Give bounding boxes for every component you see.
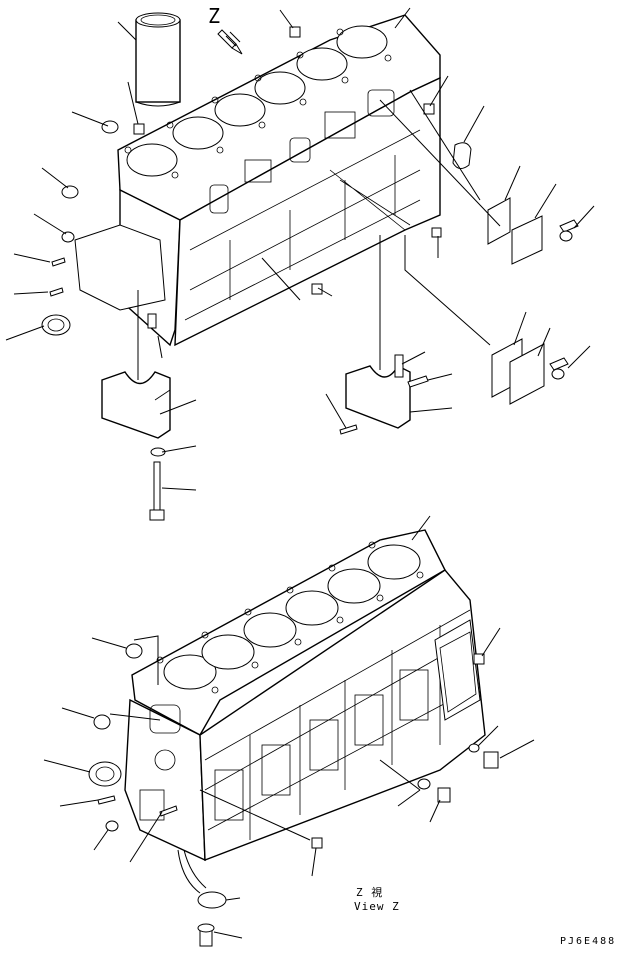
small-parts-top [41, 26, 472, 336]
leader-lines-bottom [43, 515, 535, 939]
cylinder-block-bottom [124, 529, 486, 862]
drawing-code: PJ6E488 [560, 936, 617, 947]
bearing-caps-top [101, 354, 429, 521]
view-caption-line2: View Z [354, 900, 400, 913]
cylinder-block-top [74, 14, 441, 347]
side-covers-top [487, 197, 579, 405]
cylinder-liner [135, 12, 181, 107]
view-z-arrow [217, 29, 243, 55]
view-marker-letter: Z [208, 4, 221, 28]
leader-lines-top [5, 7, 595, 491]
view-caption-line1: Z 視 [356, 886, 384, 899]
